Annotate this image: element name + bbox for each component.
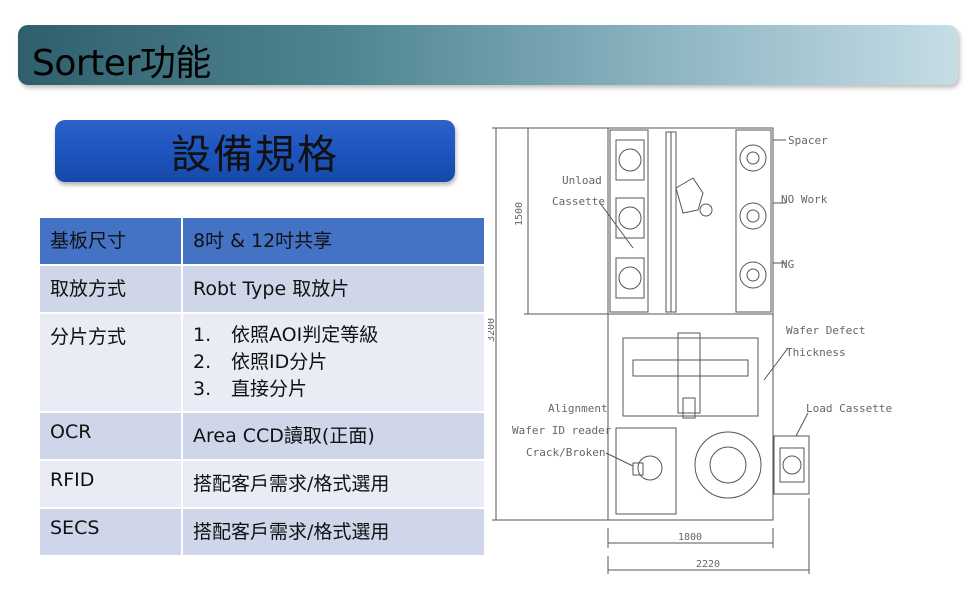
- table-row: SECS 搭配客戶需求/格式選用: [38, 507, 486, 557]
- table-value: 搭配客戶需求/格式選用: [181, 507, 486, 557]
- dim-width-inner: 1800: [678, 532, 702, 543]
- table-key: 基板尺寸: [38, 216, 183, 266]
- table-row: 取放方式 Robt Type 取放片: [38, 264, 486, 314]
- cassette-unload-3: [615, 257, 645, 299]
- page-title: Sorter功能: [32, 43, 211, 84]
- label-spacer: Spacer: [788, 134, 828, 147]
- spec-table: 基板尺寸 8吋 & 12吋共享 取放方式 Robt Type 取放片 分片方式 …: [38, 216, 486, 557]
- unload-column: [609, 129, 649, 313]
- table-row: RFID 搭配客戶需求/格式選用: [38, 459, 486, 509]
- wafer-icon: [618, 206, 642, 230]
- wafer-icon: [618, 266, 642, 290]
- right-column: [735, 129, 772, 313]
- table-value: 8吋 & 12吋共享: [181, 216, 486, 266]
- dim-width-total: 2220: [696, 559, 720, 570]
- robot-arm: [675, 177, 704, 214]
- dim-height-total: 3200: [488, 318, 497, 342]
- cassette-unload-2: [615, 197, 645, 239]
- table-value: Area CCD讀取(正面): [181, 411, 486, 461]
- inspection-gantry: [632, 359, 749, 377]
- table-value: Robt Type 取放片: [181, 264, 486, 314]
- table-row: 分片方式 1.依照AOI判定等級 2.依照ID分片 3.直接分片: [38, 312, 486, 413]
- load-cassette: [773, 435, 810, 495]
- table-key: SECS: [38, 507, 183, 557]
- aligner-icon: [637, 455, 663, 481]
- wafer-icon: [739, 202, 767, 230]
- label-cassette: Cassette: [552, 195, 605, 208]
- list-item: 1.依照AOI判定等級: [193, 324, 379, 346]
- sort-method-list: 1.依照AOI判定等級 2.依照ID分片 3.直接分片: [193, 322, 474, 403]
- defect-inspection-area: [622, 337, 759, 417]
- dim-height-top: 1500: [514, 202, 525, 226]
- wafer-icon: [739, 144, 767, 172]
- section-title-box: 設備規格: [55, 120, 455, 182]
- wafer-icon: [618, 148, 642, 172]
- label-thickness: Thickness: [786, 346, 846, 359]
- title-bar: Sorter功能: [18, 25, 958, 85]
- table-key: OCR: [38, 411, 183, 461]
- equipment-layout-drawing: Spacer NO Work NG Unload Cassette Wafer …: [488, 127, 892, 574]
- wafer-icon: [739, 261, 767, 289]
- label-ng: NG: [781, 258, 794, 271]
- table-value: 1.依照AOI判定等級 2.依照ID分片 3.直接分片: [181, 312, 486, 413]
- wafer-chuck: [694, 431, 762, 499]
- label-crack-broken: Crack/Broken: [526, 446, 605, 459]
- table-value: 搭配客戶需求/格式選用: [181, 459, 486, 509]
- label-wafer-id-reader: Wafer ID reader: [512, 424, 612, 437]
- label-load-cassette: Load Cassette: [806, 402, 892, 415]
- label-alignment: Alignment: [548, 402, 608, 415]
- label-wafer-defect: Wafer Defect: [786, 324, 865, 337]
- table-key: 取放方式: [38, 264, 183, 314]
- section-title: 設備規格: [171, 132, 339, 178]
- table-key: 分片方式: [38, 312, 183, 413]
- table-key: RFID: [38, 459, 183, 509]
- machine-outline: [607, 127, 774, 521]
- cassette-unload-1: [615, 139, 645, 181]
- list-item: 3.直接分片: [193, 378, 308, 400]
- label-no-work: NO Work: [781, 193, 828, 206]
- table-row: OCR Area CCD讀取(正面): [38, 411, 486, 461]
- table-row: 基板尺寸 8吋 & 12吋共享: [38, 216, 486, 266]
- label-unload: Unload: [562, 174, 602, 187]
- alignment-area: [615, 427, 677, 515]
- list-item: 2.依照ID分片: [193, 351, 328, 373]
